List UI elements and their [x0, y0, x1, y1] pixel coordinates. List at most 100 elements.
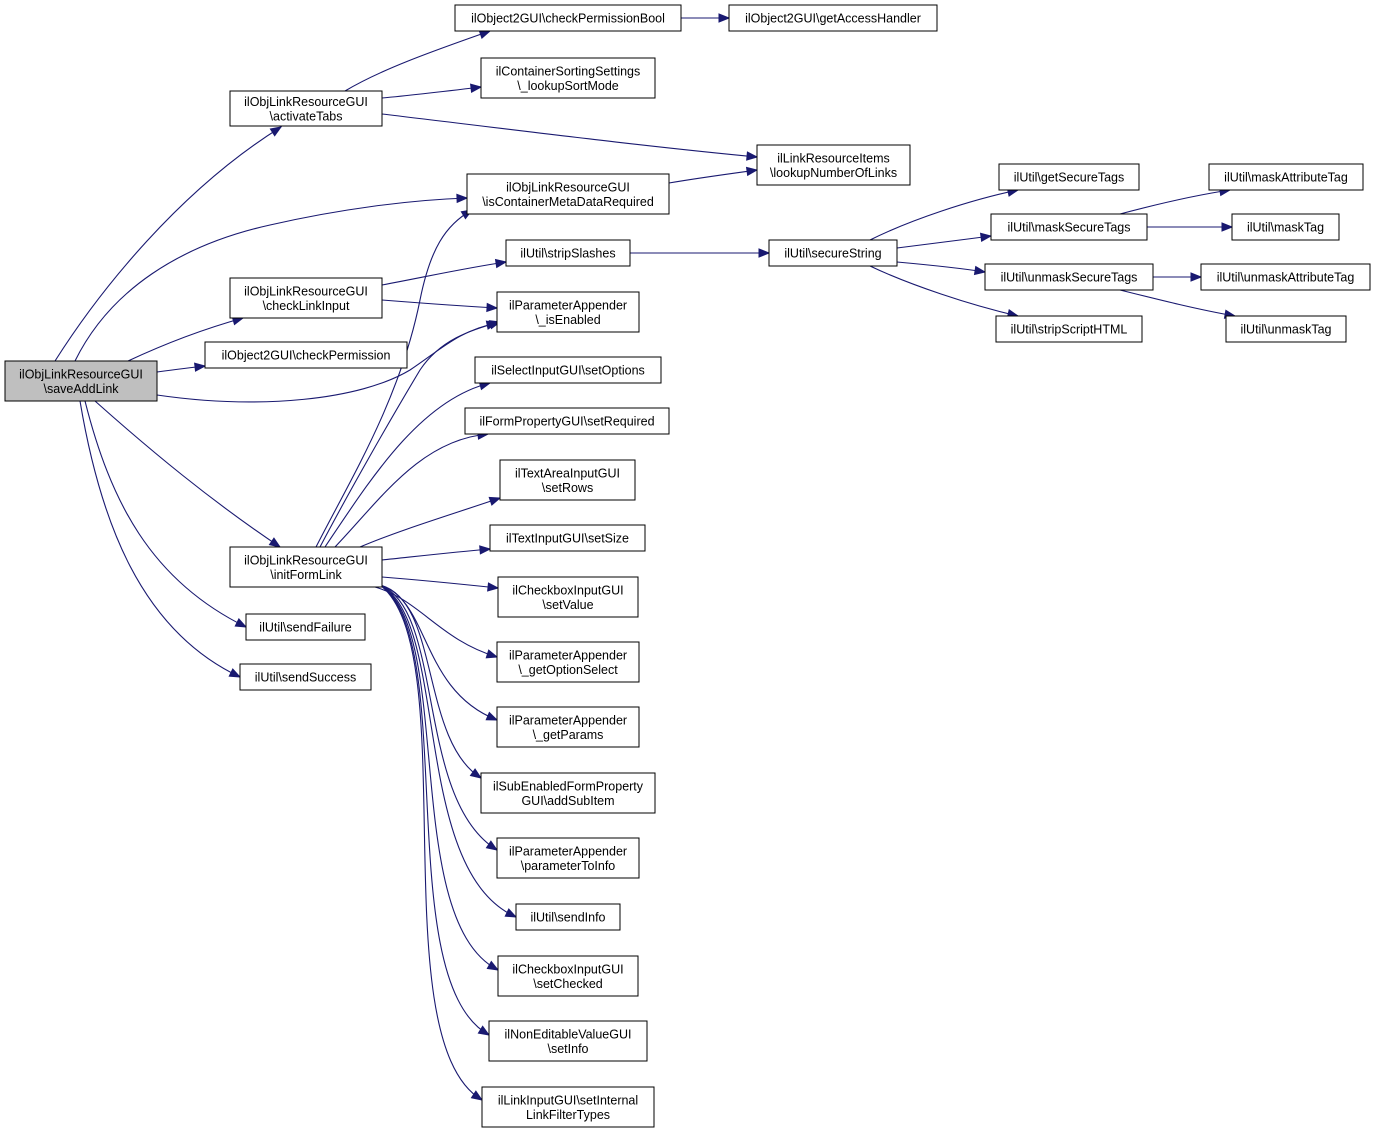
node-getAccessHandler[interactable]: ilObject2GUI\getAccessHandler [728, 4, 938, 32]
node-maskSecureTags[interactable]: ilUtil\maskSecureTags [990, 213, 1148, 241]
node-activateTabs[interactable]: ilObjLinkResourceGUI\activateTabs [229, 90, 383, 127]
node-sendFailure[interactable]: ilUtil\sendFailure [245, 613, 366, 641]
node-isContainerMetaDataRequired[interactable]: ilObjLinkResourceGUI\isContainerMetaData… [466, 173, 670, 215]
node-getSecureTags[interactable]: ilUtil\getSecureTags [998, 163, 1140, 191]
node-box[interactable] [488, 1020, 648, 1062]
node-box[interactable] [497, 955, 639, 997]
node-box[interactable] [245, 613, 366, 641]
edge-line [381, 299, 498, 309]
node-box[interactable] [496, 706, 640, 748]
node-sendSuccess[interactable]: ilUtil\sendSuccess [239, 663, 372, 691]
node-label: ilContainerSortingSettings [496, 64, 641, 78]
node-box[interactable] [496, 291, 640, 333]
node-maskTag[interactable]: ilUtil\maskTag [1231, 213, 1340, 241]
node-box[interactable] [481, 1086, 655, 1128]
node-box[interactable] [499, 459, 636, 501]
edge-line [668, 169, 758, 184]
node-box[interactable] [229, 546, 383, 588]
arrowhead-icon [487, 582, 500, 592]
edge-line [79, 400, 241, 678]
node-label: ilObjLinkResourceGUI [244, 95, 368, 109]
node-box[interactable] [1200, 263, 1371, 291]
node-unmaskSecureTags[interactable]: ilUtil\unmaskSecureTags [984, 263, 1154, 291]
node-box[interactable] [204, 341, 408, 369]
node-box[interactable] [474, 356, 662, 384]
node-unmaskAttributeTag[interactable]: ilUtil\unmaskAttributeTag [1200, 263, 1371, 291]
node-box[interactable] [1208, 163, 1364, 191]
node-label: \lookupNumberOfLinks [770, 166, 897, 180]
node-box[interactable] [515, 903, 621, 931]
node-box[interactable] [229, 277, 383, 319]
node-setInternalLinkFilterTypes[interactable]: ilLinkInputGUI\setInternalLinkFilterType… [481, 1086, 655, 1128]
node-stripSlashes[interactable]: ilUtil\stripSlashes [505, 239, 631, 267]
node-secureString[interactable]: ilUtil\secureString [768, 239, 898, 267]
node-label: ilObjLinkResourceGUI [244, 284, 368, 298]
node-isEnabled[interactable]: ilParameterAppender\_isEnabled [496, 291, 640, 333]
edge-checkPermissionBool-to-getAccessHandler [681, 13, 731, 23]
edge-line [379, 584, 483, 1101]
node-box[interactable] [496, 837, 640, 879]
node-setChecked[interactable]: ilCheckboxInputGUI\setChecked [497, 955, 639, 997]
node-setInfo[interactable]: ilNonEditableValueGUI\setInfo [488, 1020, 648, 1062]
node-setSize[interactable]: ilTextInputGUI\setSize [489, 524, 646, 552]
node-box[interactable] [756, 144, 911, 186]
node-box[interactable] [497, 576, 639, 618]
node-box[interactable] [998, 163, 1140, 191]
node-setOptions[interactable]: ilSelectInputGUI\setOptions [474, 356, 662, 384]
node-box[interactable] [4, 360, 158, 402]
node-sendInfo[interactable]: ilUtil\sendInfo [515, 903, 621, 931]
node-box[interactable] [1231, 213, 1340, 241]
node-box[interactable] [480, 772, 656, 814]
node-parameterToInfo[interactable]: ilParameterAppender\parameterToInfo [496, 837, 640, 879]
node-box[interactable] [480, 57, 656, 99]
edge-activateTabs-to-lookupSortMode [381, 83, 483, 99]
node-getOptionSelect[interactable]: ilParameterAppender\_getOptionSelect [496, 641, 640, 683]
node-lookupNumberOfLinks[interactable]: ilLinkResourceItems\lookupNumberOfLinks [756, 144, 911, 186]
node-getParams[interactable]: ilParameterAppender\_getParams [496, 706, 640, 748]
node-unmaskTag[interactable]: ilUtil\unmaskTag [1225, 315, 1347, 343]
node-label: \setInfo [548, 1042, 589, 1056]
edge-line [84, 400, 247, 628]
node-box[interactable] [454, 4, 682, 32]
node-lookupSortMode[interactable]: ilContainerSortingSettings\_lookupSortMo… [480, 57, 656, 99]
node-box[interactable] [496, 641, 640, 683]
node-box[interactable] [229, 90, 383, 127]
node-box[interactable] [464, 407, 670, 435]
node-box[interactable] [990, 213, 1148, 241]
node-setRequired[interactable]: ilFormPropertyGUI\setRequired [464, 407, 670, 435]
node-initFormLink[interactable]: ilObjLinkResourceGUI\initFormLink [229, 546, 383, 588]
node-checkPermission[interactable]: ilObject2GUI\checkPermission [204, 341, 408, 369]
node-box[interactable] [466, 173, 670, 215]
node-box[interactable] [1225, 315, 1347, 343]
node-label: ilLinkResourceItems [777, 151, 890, 165]
edge-line [324, 382, 491, 548]
node-box[interactable] [728, 4, 938, 32]
node-label: \_lookupSortMode [517, 79, 619, 93]
node-label: ilLinkInputGUI\setInternal [498, 1093, 638, 1107]
node-label: ilUtil\sendInfo [530, 911, 605, 925]
node-box[interactable] [768, 239, 898, 267]
node-label: ilParameterAppender [509, 298, 627, 312]
node-stripScriptHTML[interactable]: ilUtil\stripScriptHTML [995, 315, 1143, 343]
node-checkPermissionBool[interactable]: ilObject2GUI\checkPermissionBool [454, 4, 682, 32]
edge-line [381, 576, 499, 589]
node-box[interactable] [489, 524, 646, 552]
node-checkLinkInput[interactable]: ilObjLinkResourceGUI\checkLinkInput [229, 277, 383, 319]
node-box[interactable] [505, 239, 631, 267]
edge-saveAddLink-to-sendSuccess [79, 400, 242, 678]
node-box[interactable] [995, 315, 1143, 343]
node-box[interactable] [239, 663, 372, 691]
node-setRows[interactable]: ilTextAreaInputGUI\setRows [499, 459, 636, 501]
node-maskAttributeTag[interactable]: ilUtil\maskAttributeTag [1208, 163, 1364, 191]
node-label: ilNonEditableValueGUI [505, 1027, 632, 1041]
arrowhead-icon [973, 265, 987, 276]
node-box[interactable] [984, 263, 1154, 291]
edge-maskSecureTags-to-maskAttributeTag [1119, 186, 1232, 215]
node-label: ilParameterAppender [509, 648, 627, 662]
node-setValue[interactable]: ilCheckboxInputGUI\setValue [497, 576, 639, 618]
node-saveAddLink[interactable]: ilObjLinkResourceGUI\saveAddLink [4, 360, 158, 402]
arrowhead-icon [488, 496, 502, 506]
edge-line [381, 86, 482, 99]
